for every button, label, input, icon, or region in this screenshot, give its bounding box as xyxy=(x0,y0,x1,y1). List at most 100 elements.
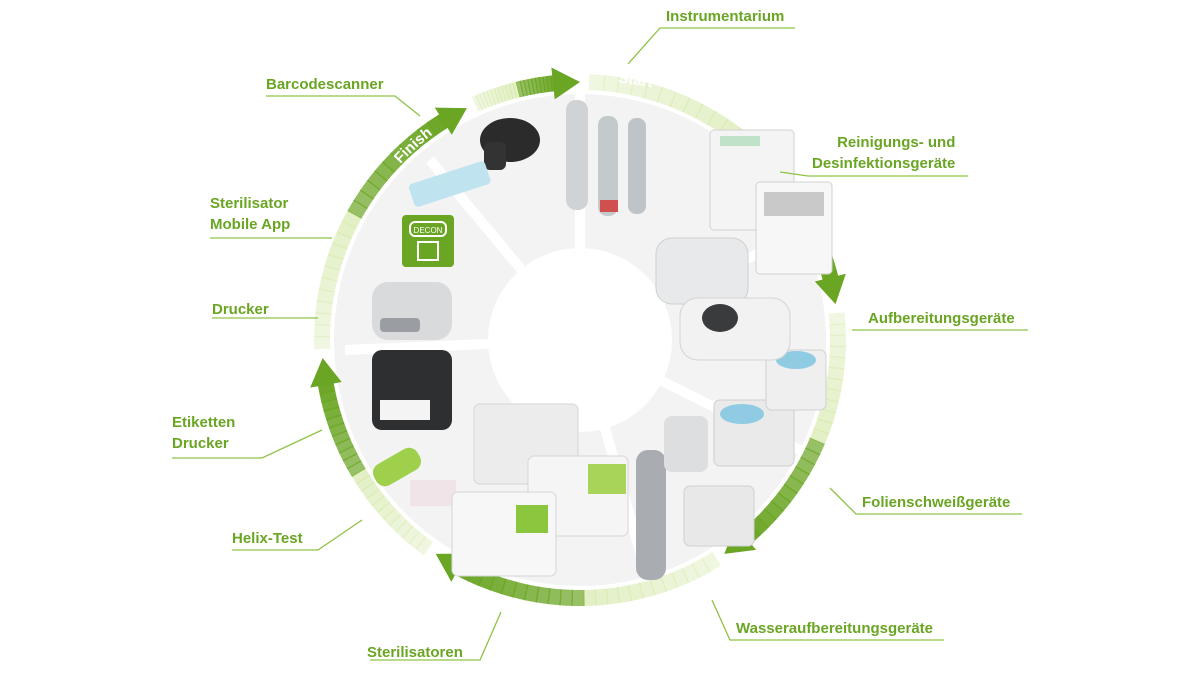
ring-segment-piece xyxy=(360,194,367,205)
ring-segment-piece xyxy=(595,597,608,598)
ring-segment-piece xyxy=(836,356,837,368)
ring-segment-piece xyxy=(336,245,340,257)
ring-segment-piece xyxy=(346,449,350,458)
ring-segment-piece xyxy=(367,185,375,196)
ring-segment-piece xyxy=(686,105,700,112)
ring-segment-piece xyxy=(380,167,388,177)
label-barcode: Barcodescanner xyxy=(266,74,384,95)
ring-segment-piece xyxy=(652,584,664,588)
ring-segment-piece xyxy=(327,392,329,402)
ring-segment-piece xyxy=(672,99,686,105)
ring-segment-piece xyxy=(808,451,814,462)
ring-segment-piece xyxy=(537,594,550,596)
label-helix: Helix-Test xyxy=(232,528,303,549)
ring-segment-piece xyxy=(323,301,325,314)
ring-segment-piece xyxy=(388,158,397,167)
ring-segment-piece xyxy=(414,537,422,543)
ring-segment-piece xyxy=(796,470,802,480)
ring-segment-piece xyxy=(383,507,390,514)
ring-segment-piece xyxy=(514,589,527,592)
ring-segment-piece xyxy=(695,565,706,571)
label-aufbereitung: Aufbereitungsgeräte xyxy=(868,308,1015,329)
device-badge-text: DECON xyxy=(414,226,443,235)
ring-segment-piece xyxy=(833,378,835,390)
ring-segment-piece xyxy=(344,224,350,236)
ring-segment-piece xyxy=(641,587,654,590)
label-drucker: Drucker xyxy=(212,299,269,320)
ring-segment-piece xyxy=(407,532,415,539)
ring-segment-piece xyxy=(589,82,605,83)
label-printer-image xyxy=(372,350,452,430)
ring-segment-piece xyxy=(645,90,660,94)
ring-segment-piece xyxy=(618,593,631,595)
ring-segment-piece xyxy=(548,596,561,597)
ring-segment-piece xyxy=(802,460,808,471)
ring-segment-piece xyxy=(817,431,822,442)
ring-segment-piece xyxy=(329,400,332,410)
ring-segment-piece xyxy=(629,590,642,593)
ring-segment-piece xyxy=(837,346,838,358)
ring-segment-piece xyxy=(373,175,381,185)
ring-segment-piece xyxy=(837,313,838,325)
ring-segment-piece xyxy=(332,256,336,268)
ring-segment-piece xyxy=(334,417,337,426)
ring-segment-piece xyxy=(389,513,396,520)
ring-segment-piece xyxy=(777,497,785,507)
label-reinigung: Reinigungs- und Desinfektionsgeräte xyxy=(812,132,955,174)
ring-segment-piece xyxy=(354,464,359,473)
ring-segment-piece xyxy=(367,486,373,494)
ring-segment-piece xyxy=(339,433,343,442)
label-etiketten: Etiketten Drucker xyxy=(172,412,235,454)
ring-segment-piece xyxy=(503,586,515,590)
ring-segment-piece xyxy=(378,500,384,508)
ring-segment-piece xyxy=(395,520,402,527)
ring-segment-piece xyxy=(331,408,334,418)
label-sterilisatoren: Sterilisatoren xyxy=(367,642,463,663)
ring-segment-piece xyxy=(363,479,369,487)
label-wasser: Wasseraufbereitungsgeräte xyxy=(736,618,933,639)
printer-image xyxy=(372,282,452,340)
ring-segment-piece xyxy=(754,522,763,530)
ring-segment-piece xyxy=(706,559,717,566)
ring-segment-piece xyxy=(560,597,573,598)
ring-segment-piece xyxy=(698,111,712,119)
ring-segment-piece xyxy=(606,595,619,597)
mobile-app-badge: DECON xyxy=(402,215,454,267)
ring-segment-piece xyxy=(685,570,697,576)
ring-segment-piece xyxy=(812,441,817,452)
ring-segment-piece xyxy=(828,399,831,411)
label-folien: Folienschweißgeräte xyxy=(862,492,1010,513)
ring-segment-piece xyxy=(790,479,797,489)
ring-segment-piece xyxy=(835,367,837,379)
label-app: Sterilisator Mobile App xyxy=(210,193,290,235)
ring-segment-piece xyxy=(325,290,327,303)
ring-segment-piece xyxy=(825,410,829,422)
ring-segment-piece xyxy=(336,425,339,434)
ring-segment-piece xyxy=(770,506,778,515)
ring-segment-piece xyxy=(358,472,363,480)
ring-segment-piece xyxy=(327,278,330,291)
ring-segment-piece xyxy=(350,457,355,466)
ring-segment-piece xyxy=(372,493,378,501)
ring-segment-piece xyxy=(420,543,428,549)
ring-segment-piece xyxy=(603,83,618,85)
ring-segment-piece xyxy=(492,582,504,586)
ring-segment-piece xyxy=(831,389,834,401)
ring-segment-piece xyxy=(784,488,791,498)
ring-segment-piece xyxy=(481,578,493,583)
ring-segment-piece xyxy=(349,214,355,225)
ring-segment-piece xyxy=(401,526,408,533)
ring-segment-piece xyxy=(340,235,345,247)
ring-segment-piece xyxy=(674,575,686,580)
ring-segment-piece xyxy=(711,118,724,126)
ring-segment-piece xyxy=(354,204,361,215)
ring-segment-piece xyxy=(431,122,442,129)
ring-segment-piece xyxy=(659,94,674,99)
label-instrumentarium: Instrumentarium xyxy=(666,6,784,27)
ring-segment-piece xyxy=(762,514,770,523)
ring-segment-piece xyxy=(343,441,347,450)
ring-segment-piece xyxy=(322,313,323,326)
ring-segment-piece xyxy=(329,267,332,280)
